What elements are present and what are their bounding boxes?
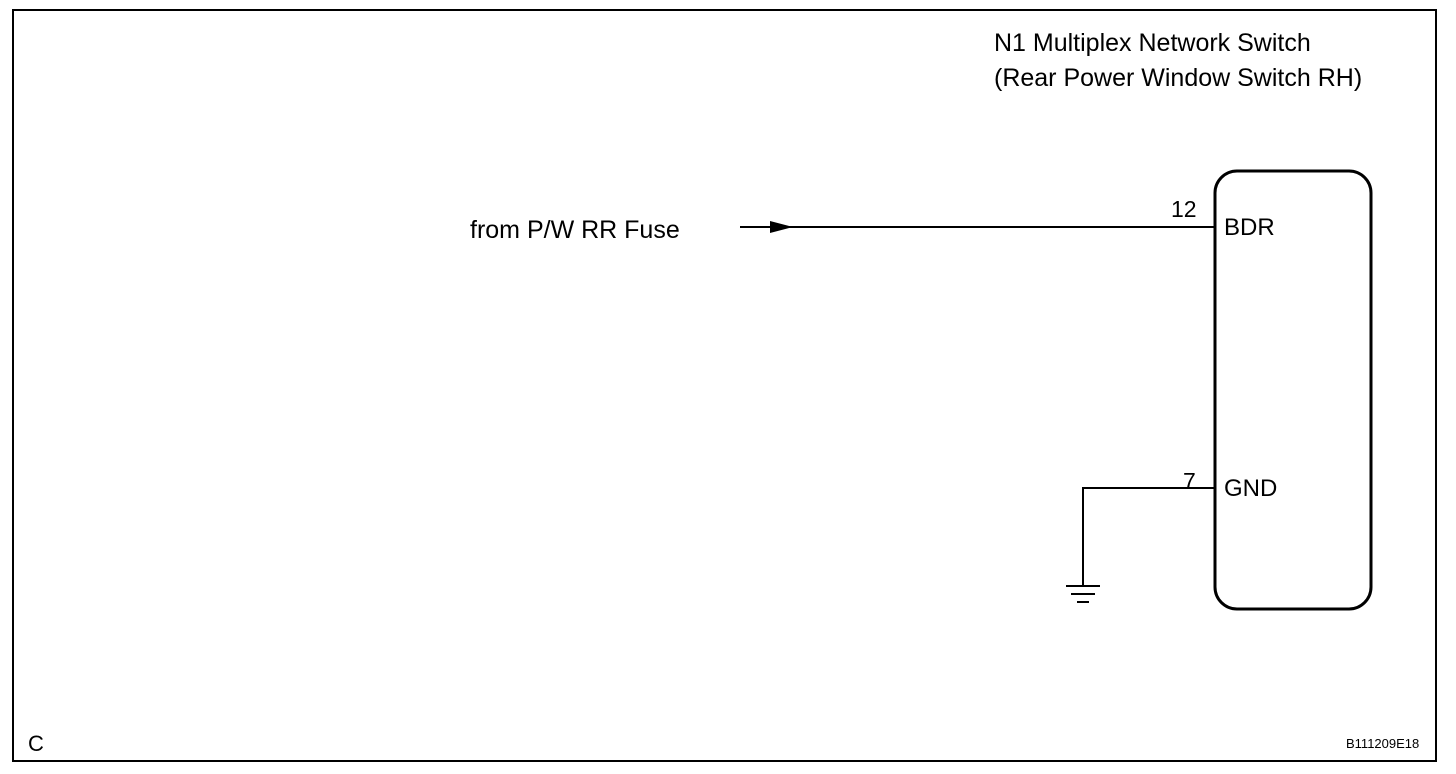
fuse-source-label: from P/W RR Fuse xyxy=(470,216,680,244)
pin-number-gnd: 7 xyxy=(1183,468,1196,494)
diagram-frame xyxy=(12,9,1437,762)
component-box xyxy=(1213,169,1373,611)
arrow-right-icon xyxy=(770,221,793,233)
component-title-line1: N1 Multiplex Network Switch xyxy=(994,29,1311,57)
pin-name-bdr: BDR xyxy=(1224,214,1275,241)
figure-code: B111209E18 xyxy=(1346,736,1420,751)
ground-icon xyxy=(1066,585,1100,603)
pin-number-bdr: 12 xyxy=(1171,196,1197,222)
pin-name-gnd: GND xyxy=(1224,475,1278,502)
gnd-wire xyxy=(1082,487,1215,585)
component-title-line2: (Rear Power Window Switch RH) xyxy=(994,64,1363,92)
corner-letter: C xyxy=(28,731,44,756)
